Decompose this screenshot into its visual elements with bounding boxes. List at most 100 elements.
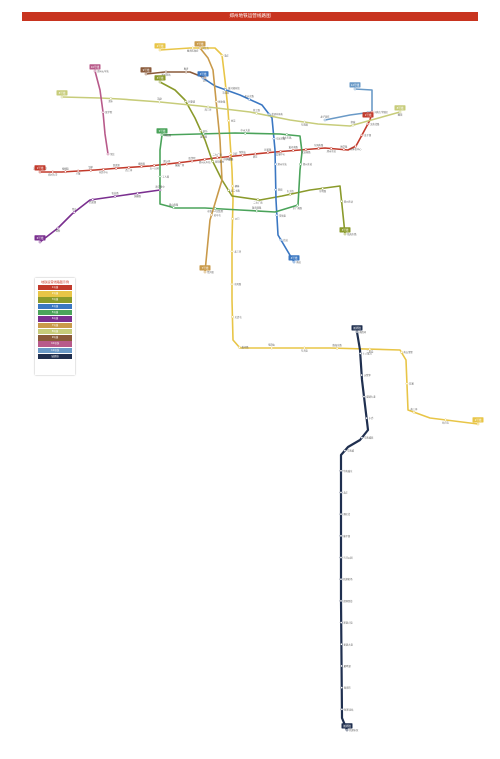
station-marker[interactable] [267,112,271,116]
station-marker[interactable] [303,120,306,124]
station-marker[interactable] [224,88,227,92]
line5-route[interactable] [159,132,303,213]
line9-terminal-badge[interactable] [140,67,152,73]
station-marker[interactable] [199,129,203,133]
station-marker[interactable] [114,166,118,170]
station-marker[interactable] [184,100,188,103]
station-marker[interactable] [354,144,358,148]
station-marker[interactable] [231,315,234,319]
line3-terminal-badge[interactable] [154,75,166,81]
station-marker[interactable] [340,642,343,646]
station-marker[interactable] [89,168,93,172]
line10-terminal-badge[interactable] [89,64,101,70]
station-marker[interactable] [340,199,343,203]
station-marker[interactable] [127,166,131,169]
station-marker[interactable] [279,238,283,242]
lineCJ-route[interactable] [339,330,370,732]
lineCJ-terminal-badge[interactable] [341,723,353,729]
station-marker[interactable] [190,159,194,163]
station-marker[interactable] [158,48,162,52]
station-marker[interactable] [229,151,233,155]
station-marker[interactable] [303,346,306,350]
station-marker[interactable] [243,131,247,135]
station-marker[interactable] [360,133,364,137]
station-marker[interactable] [335,346,339,350]
line5-terminal-badge[interactable] [156,128,168,134]
line1-terminal-badge[interactable] [362,112,374,118]
station-marker[interactable] [270,346,274,350]
station-marker[interactable] [158,80,162,84]
station-marker[interactable] [340,664,343,668]
station-marker[interactable] [203,158,207,161]
line7-terminal-badge[interactable] [199,265,211,271]
station-marker[interactable] [152,164,156,167]
station-marker[interactable] [230,282,234,286]
station-marker[interactable] [184,70,188,74]
station-marker[interactable] [366,122,370,126]
station-marker[interactable] [230,250,234,253]
station-marker[interactable] [444,418,447,422]
line12-terminal-badge[interactable] [349,82,361,88]
station-marker[interactable] [165,162,169,166]
station-marker[interactable] [102,167,105,171]
station-marker[interactable] [323,118,327,122]
lineCJ-terminal-badge[interactable] [351,325,363,331]
station-marker[interactable] [219,157,223,161]
station-marker[interactable] [368,347,372,351]
station-marker[interactable] [360,373,364,377]
station-marker[interactable] [405,382,409,385]
station-marker[interactable] [274,188,278,192]
line8-terminal-badge[interactable] [56,90,68,96]
station-marker[interactable] [211,160,215,163]
station-marker[interactable] [339,469,343,473]
station-marker[interactable] [339,577,343,581]
station-marker[interactable] [266,151,270,155]
station-marker[interactable] [213,207,217,210]
station-marker[interactable] [144,72,148,76]
station-marker[interactable] [101,110,105,114]
station-marker[interactable] [288,192,292,196]
line8-terminal-badge[interactable] [394,105,406,111]
line7-terminal-badge[interactable] [194,41,206,47]
station-marker[interactable] [362,395,366,398]
station-marker[interactable] [76,169,80,173]
station-marker[interactable] [91,198,94,201]
line8-route[interactable] [61,96,401,127]
line1-terminal-badge[interactable] [34,165,46,171]
station-marker[interactable] [304,148,308,151]
line4-route[interactable] [202,77,295,263]
station-marker[interactable] [273,162,277,166]
station-marker[interactable] [340,707,344,711]
station-marker[interactable] [279,150,282,153]
station-marker[interactable] [247,97,251,101]
station-marker[interactable] [203,76,207,80]
line3-terminal-badge[interactable] [339,227,351,233]
station-marker[interactable] [228,155,232,158]
station-marker[interactable] [339,621,343,624]
station-marker[interactable] [339,599,343,603]
station-marker[interactable] [72,210,76,214]
line7-route[interactable] [199,47,223,273]
station-marker[interactable] [412,410,416,414]
station-marker[interactable] [253,152,257,156]
station-marker[interactable] [299,162,302,166]
station-marker[interactable] [178,161,181,164]
station-marker[interactable] [158,100,161,104]
station-marker[interactable] [365,416,368,420]
station-marker[interactable] [339,512,343,516]
station-marker[interactable] [214,100,218,103]
station-marker[interactable] [321,186,324,190]
line6-route[interactable] [39,189,161,243]
station-marker[interactable] [237,345,241,349]
line4-terminal-badge[interactable] [288,255,300,261]
line6-terminal-badge[interactable] [34,235,46,241]
station-marker[interactable] [93,69,97,73]
station-marker[interactable] [317,147,320,150]
station-marker[interactable] [231,217,234,221]
station-marker[interactable] [231,184,234,188]
station-marker[interactable] [355,330,359,334]
station-marker[interactable] [191,46,195,50]
station-marker[interactable] [160,133,164,137]
station-marker[interactable] [272,137,276,140]
station-marker[interactable] [329,147,333,150]
